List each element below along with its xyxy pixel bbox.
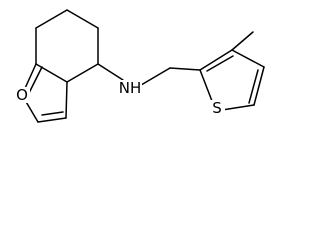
bond-furan-inner-double <box>27 66 43 96</box>
bond-ring-top-left <box>35 9 68 29</box>
bond-ring-top <box>66 9 99 29</box>
bond-thio-c4-c5 <box>253 66 265 106</box>
chemical-structure-diagram: O NH S <box>12 9 265 123</box>
bond-methyl <box>231 31 254 51</box>
thiophene-ring <box>199 31 265 111</box>
sulfur-atom-label: S <box>212 99 222 117</box>
bond-ring-fusion-left <box>35 63 68 83</box>
bond-thio-c2-c3-double <box>206 55 234 72</box>
oxygen-atom-label: O <box>16 86 28 104</box>
bond-furan-bottom <box>37 117 67 123</box>
bond-thio-c5-s <box>221 104 255 111</box>
bond-ring-fusion <box>66 63 99 83</box>
bond-thio-c3-c4 <box>231 49 265 68</box>
bond-ring-to-ch <box>97 63 124 81</box>
bond-furan-right <box>65 81 68 119</box>
amine-linker <box>97 63 201 89</box>
bond-thio-c4-c5-double <box>248 69 259 104</box>
cyclohexene-ring <box>35 9 99 83</box>
bond-thio-c2-c3 <box>199 49 233 71</box>
bond-thio-s-c2 <box>199 69 213 102</box>
amine-atom-label: NH <box>119 79 142 97</box>
bond-ch2-to-thiophene <box>169 67 201 71</box>
bond-furan-bottom-double <box>41 111 64 116</box>
